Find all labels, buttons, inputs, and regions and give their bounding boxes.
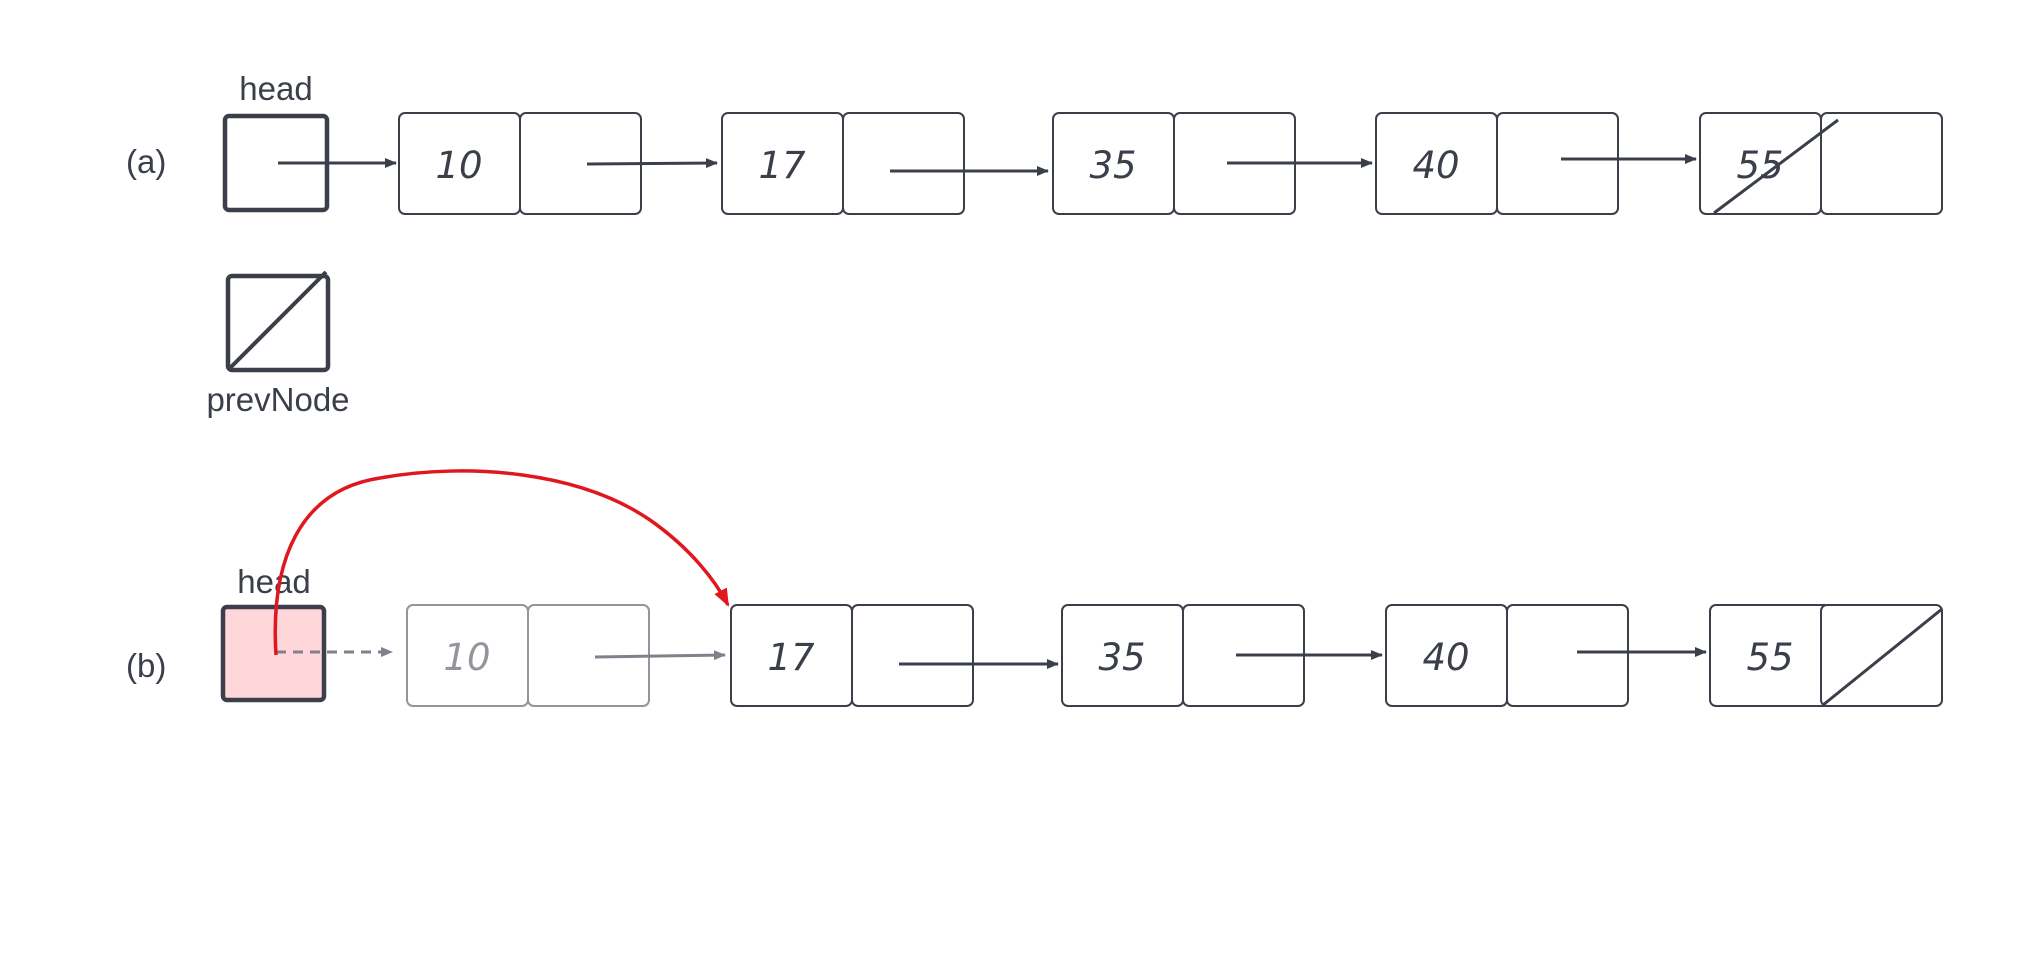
removed-node-10: 10 — [406, 604, 650, 707]
node-55: 55 — [1709, 604, 1943, 707]
head-label: head — [237, 563, 310, 600]
null-slash — [1713, 118, 1839, 215]
node-value: 55 — [1746, 636, 1793, 679]
node-17: 17 — [730, 604, 974, 707]
node-value: 17 — [758, 144, 806, 187]
node-55: 55 — [1699, 112, 1943, 215]
next-arrow — [586, 158, 718, 169]
null-slash — [227, 270, 328, 371]
panel-b-tag: (b) — [126, 647, 166, 684]
node-value: 40 — [1412, 144, 1459, 187]
node-10: 10 — [398, 112, 642, 215]
node-value: 35 — [1089, 144, 1136, 187]
node-value: 10 — [443, 636, 490, 679]
head-label: head — [239, 70, 312, 107]
node-40: 40 — [1375, 112, 1619, 215]
node-value: 40 — [1422, 636, 1469, 679]
prev-node-label: prevNode — [206, 381, 349, 418]
node-value: 10 — [435, 144, 482, 187]
node-40: 40 — [1385, 604, 1629, 707]
node-17: 17 — [721, 112, 965, 215]
prev-node-pointer — [225, 270, 331, 373]
head-pointer-box-highlighted — [220, 604, 327, 703]
node-value: 35 — [1098, 636, 1145, 679]
head-redirect-arrow — [273, 469, 730, 656]
node-value: 17 — [767, 636, 815, 679]
panel-a-tag: (a) — [126, 143, 166, 180]
faded-next-arrow — [594, 650, 726, 661]
null-slash — [1822, 607, 1943, 707]
